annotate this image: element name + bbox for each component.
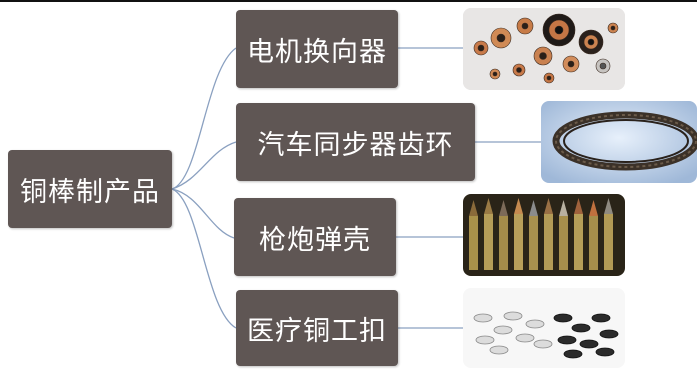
top-border-line — [0, 0, 697, 2]
branch-node-label: 电机换向器 — [247, 36, 387, 68]
bullet-cartridges-photo — [463, 194, 625, 276]
branch-node-synchronizer-ring: 汽车同步器齿环 — [236, 103, 475, 181]
branch-node-medical-button: 医疗铜工扣 — [236, 290, 398, 366]
synchronizer-ring-photo — [541, 101, 697, 183]
copper-commutators-photo — [463, 8, 625, 90]
connector-root-branch-3 — [171, 188, 235, 239]
connector-root-branch-1 — [171, 47, 237, 190]
medical-copper-buttons-photo — [463, 288, 625, 368]
connector-root-branch-4 — [171, 188, 237, 329]
branch-node-label: 枪炮弹壳 — [259, 224, 371, 256]
branch-node-label: 汽车同步器齿环 — [257, 129, 454, 161]
connector-root-branch-2 — [171, 141, 237, 190]
branch-node-cartridge-case: 枪炮弹壳 — [234, 198, 396, 276]
branch-node-label: 医疗铜工扣 — [247, 315, 387, 347]
root-node-label: 铜棒制产品 — [20, 176, 160, 208]
cartridge — [469, 200, 478, 270]
root-node: 铜棒制产品 — [8, 150, 172, 228]
branch-node-commutator: 电机换向器 — [236, 10, 398, 88]
